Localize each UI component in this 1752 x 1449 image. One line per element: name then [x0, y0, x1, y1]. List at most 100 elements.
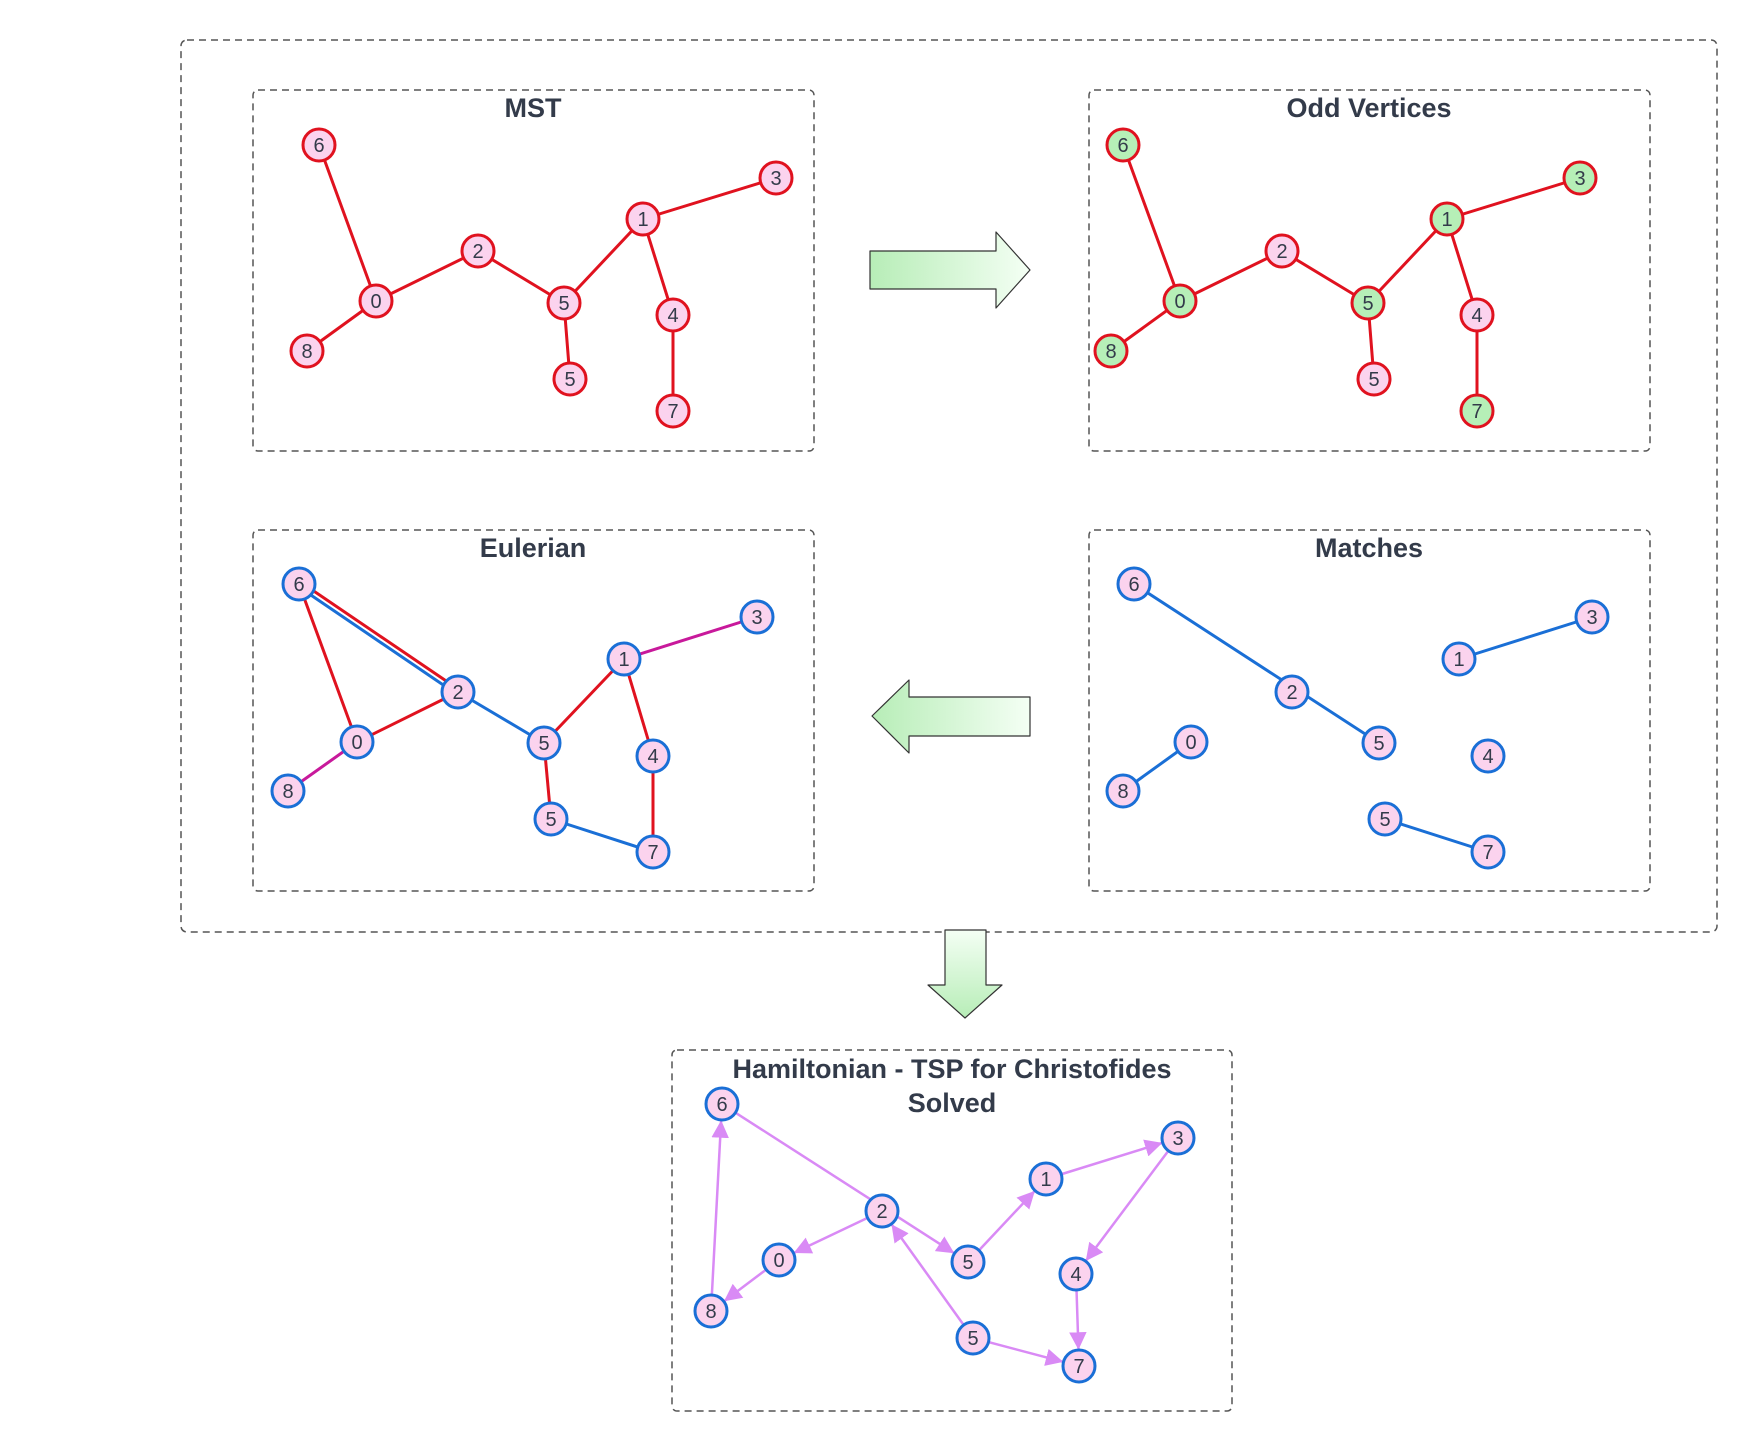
- mst-node-label: 5: [564, 369, 575, 391]
- odd-node-8: 8: [1093, 333, 1129, 369]
- hamiltonian-tour-edge: [1085, 1149, 1170, 1261]
- mst-node-label: 3: [770, 168, 781, 190]
- eulerian-node-label: 2: [452, 682, 463, 704]
- mst-node-0: 0: [358, 283, 394, 319]
- mst-node-6: 6: [301, 127, 337, 163]
- matches-edge: [1457, 615, 1594, 661]
- hamiltonian-node-circle: [1028, 1161, 1064, 1197]
- odd-node-circle: [1264, 233, 1300, 269]
- eulerian-node-4: 4: [635, 738, 671, 774]
- panel-mst-title: MST: [505, 93, 563, 123]
- hamiltonian-node-3: 3: [1160, 1120, 1196, 1156]
- matches-edge: [1383, 817, 1490, 854]
- mst-node-3: 3: [758, 160, 794, 196]
- matches-node-7: 7: [1470, 834, 1506, 870]
- mst-node-1: 1: [625, 201, 661, 237]
- arrow-right-icon: [869, 231, 1031, 309]
- mst-node-circle: [358, 283, 394, 319]
- eulerian-node-1: 1: [606, 641, 642, 677]
- mst-node-circle: [460, 233, 496, 269]
- eulerian-edge-magenta: [622, 615, 759, 661]
- mst-node-label: 7: [667, 401, 678, 423]
- hamiltonian-node-circle: [1058, 1256, 1094, 1292]
- odd-node-label: 5: [1368, 369, 1379, 391]
- odd-edge: [1178, 249, 1284, 303]
- eulerian-node-6: 6: [281, 566, 317, 602]
- mst-edge: [374, 249, 480, 303]
- eulerian-node-label: 0: [351, 732, 362, 754]
- panel-hamiltonian-title-line1: Hamiltonian - TSP for Christofides: [732, 1054, 1171, 1084]
- odd-node-label: 6: [1117, 135, 1128, 157]
- odd-node-5b: 5: [1356, 361, 1392, 397]
- matches-node-3: 3: [1574, 599, 1610, 635]
- eulerian-node-label: 5: [545, 809, 556, 831]
- matches-node-label: 3: [1586, 607, 1597, 629]
- odd-edge: [1366, 217, 1449, 305]
- panel-eulerian-title: Eulerian: [480, 533, 587, 563]
- eulerian-node-circle: [533, 801, 569, 837]
- odd-node-7: 7: [1459, 393, 1495, 429]
- hamiltonian-node-label: 5: [962, 1252, 973, 1274]
- hamiltonian-node-circle: [864, 1193, 900, 1229]
- odd-node-0: 0: [1162, 283, 1198, 319]
- eulerian-node-label: 3: [751, 607, 762, 629]
- hamiltonian-node-1: 1: [1028, 1161, 1064, 1197]
- eulerian-node-circle: [339, 724, 375, 760]
- hamiltonian-node-5b: 5: [955, 1320, 991, 1356]
- matches-node-circle: [1574, 599, 1610, 635]
- matches-edge: [1132, 582, 1381, 745]
- hamiltonian-node-4: 4: [1058, 1256, 1094, 1292]
- eulerian-edge-blue: [297, 585, 460, 697]
- hamiltonian-node-6: 6: [704, 1086, 740, 1122]
- hamiltonian-node-label: 5: [967, 1328, 978, 1350]
- mst-node-circle: [758, 160, 794, 196]
- odd-node-3: 3: [1562, 160, 1598, 196]
- panel-odd-frame: [1088, 89, 1651, 452]
- odd-node-label: 3: [1574, 168, 1585, 190]
- eulerian-node-5b: 5: [533, 801, 569, 837]
- eulerian-edge-red: [542, 657, 626, 745]
- mst-node-circle: [655, 393, 691, 429]
- hamiltonian-node-label: 7: [1073, 1356, 1084, 1378]
- panel-hamiltonian-title-line2: Solved: [908, 1088, 997, 1118]
- hamiltonian-node-label: 2: [876, 1201, 887, 1223]
- matches-node-label: 2: [1286, 682, 1297, 704]
- mst-node-label: 4: [667, 305, 678, 327]
- mst-node-4: 4: [655, 297, 691, 333]
- eulerian-node-8: 8: [270, 773, 306, 809]
- hamiltonian-node-circle: [693, 1293, 729, 1329]
- mst-node-label: 6: [313, 135, 324, 157]
- odd-node-4: 4: [1459, 297, 1495, 333]
- matches-node-label: 5: [1373, 733, 1384, 755]
- matches-node-label: 1: [1453, 649, 1464, 671]
- hamiltonian-tour-edge: [1060, 1139, 1163, 1176]
- odd-node-circle: [1105, 127, 1141, 163]
- matches-node-label: 5: [1379, 809, 1390, 831]
- matches-node-circle: [1441, 641, 1477, 677]
- matches-node-5b: 5: [1367, 801, 1403, 837]
- matches-node-5a: 5: [1361, 725, 1397, 761]
- hamiltonian-node-circle: [955, 1320, 991, 1356]
- hamiltonian-tour-edge: [710, 1120, 729, 1297]
- odd-node-label: 5: [1362, 293, 1373, 315]
- mst-edge: [317, 143, 378, 303]
- hamiltonian-tour-edge: [977, 1190, 1035, 1252]
- panel-matches-title: Matches: [1315, 533, 1423, 563]
- hamiltonian-node-label: 8: [705, 1301, 716, 1323]
- hamiltonian-tour-edge: [1069, 1288, 1087, 1350]
- hamiltonian-node-5a: 5: [950, 1244, 986, 1280]
- hamiltonian-node-label: 3: [1172, 1128, 1183, 1150]
- arrow-left-icon: [871, 679, 1031, 754]
- odd-node-label: 4: [1471, 305, 1482, 327]
- hamiltonian-node-circle: [950, 1244, 986, 1280]
- mst-node-circle: [655, 297, 691, 333]
- eulerian-node-circle: [526, 725, 562, 761]
- hamiltonian-node-label: 1: [1040, 1169, 1051, 1191]
- eulerian-node-label: 5: [538, 733, 549, 755]
- hamiltonian-node-circle: [761, 1242, 797, 1278]
- eulerian-node-label: 8: [282, 781, 293, 803]
- odd-node-5a: 5: [1350, 285, 1386, 321]
